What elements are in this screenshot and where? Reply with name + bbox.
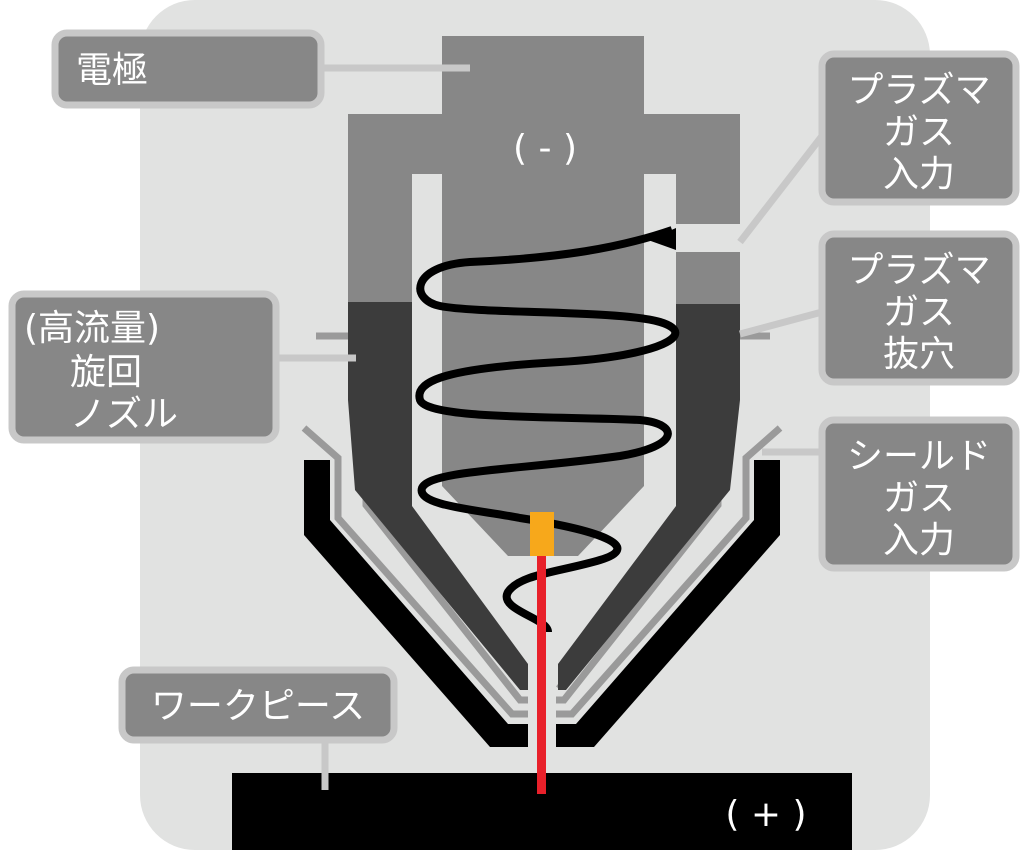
plasma-gas-vent-label-box: [818, 230, 1020, 386]
swirl-nozzle-label-line3: ノズル: [70, 394, 178, 435]
plasma-gas-in-label-line3: 入力: [883, 154, 955, 195]
swirl-nozzle-label-line1: (高流量): [24, 308, 160, 349]
arc-tip: [530, 512, 554, 556]
electrode-housing-right-lower: [676, 252, 740, 304]
swirl-nozzle: [348, 302, 740, 690]
plasma-gas-vent-label-line1: プラズマ: [847, 250, 990, 291]
swirl-nozzle-label-line2: 旋回: [70, 352, 142, 393]
negative-label: ( - ): [513, 128, 577, 169]
electrode-label: 電極: [76, 50, 148, 91]
plasma-gas-vent-label-line2: ガス: [883, 292, 955, 333]
shield-gas-in-label-box: [818, 416, 1020, 572]
swirl-gas-helix: [415, 226, 680, 634]
shield-gas-in-label-line2: ガス: [883, 478, 955, 519]
shield-gas-line-right-outer: [556, 425, 783, 718]
plasma-gas-vent-leader: [739, 308, 823, 338]
electrode-label-box: [51, 29, 325, 109]
electrode-housing: [348, 36, 740, 556]
plasma-gas-in-label-line1: プラズマ: [847, 70, 990, 111]
shield-gas-in-label-line3: 入力: [883, 520, 955, 561]
shield-cup: [304, 460, 780, 747]
shield-gas-in-label-line1: シールド: [847, 436, 991, 477]
plasma-gas-in-leader: [737, 133, 825, 245]
swirl-nozzle-label-box: [8, 290, 280, 444]
positive-label: ( + ): [725, 794, 806, 835]
workpiece-label-box: [118, 666, 398, 744]
plasma-gas-vent-label-line3: 抜穴: [883, 334, 955, 375]
swirl-gas-arrow: [648, 228, 676, 250]
plasma-gas-in-label-box: [818, 50, 1020, 206]
plasma-arc: [537, 556, 546, 794]
workpiece-label: ワークピース: [151, 686, 365, 727]
plasma-gas-in-label-line2: ガス: [883, 112, 955, 153]
shield-gas-line-left-outer: [301, 425, 528, 718]
